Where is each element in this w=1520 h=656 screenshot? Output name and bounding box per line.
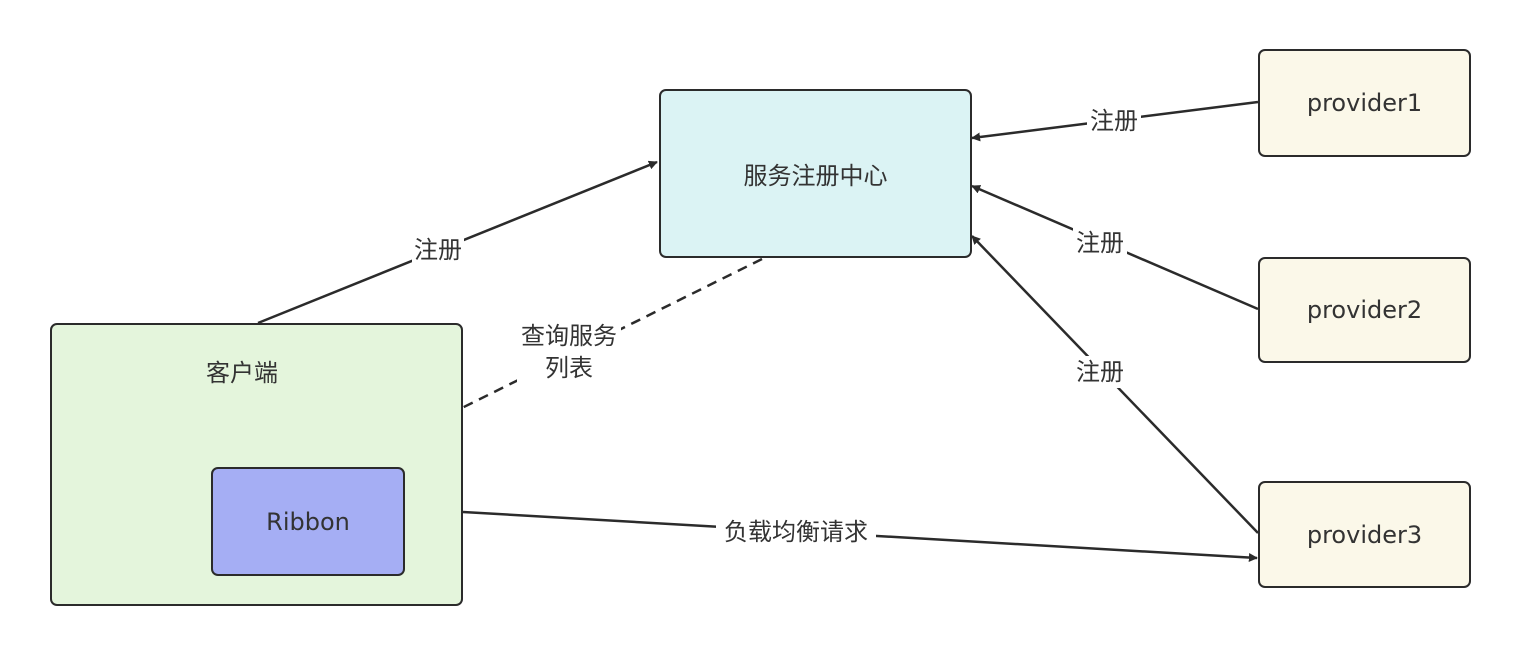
query-label-line2: 列表 [545,354,593,382]
provider1-register-label: 注册 [1087,105,1141,137]
provider1-label: provider1 [1306,89,1423,117]
registry-center-label: 服务注册中心 [743,162,888,190]
query-service-list-label: 查询服务 列表 [517,320,621,384]
provider2-register-label: 注册 [1073,227,1127,259]
client-register-label: 注册 [412,234,464,266]
provider3-register-label: 注册 [1073,356,1127,388]
provider3-label: provider3 [1306,520,1423,549]
ribbon-node: Ribbon [211,467,405,576]
query-label-line1: 查询服务 [521,322,617,350]
ribbon-label: Ribbon [266,507,350,536]
edge-query-service-list [342,257,763,469]
provider2-label: provider2 [1306,296,1423,324]
provider2-node: provider2 [1258,257,1471,363]
provider3-node: provider3 [1258,481,1471,588]
registry-center-node: 服务注册中心 [659,89,972,258]
client-label: 客户端 [206,359,278,387]
provider1-node: provider1 [1258,49,1471,157]
load-balance-request-label: 负载均衡请求 [716,516,876,548]
